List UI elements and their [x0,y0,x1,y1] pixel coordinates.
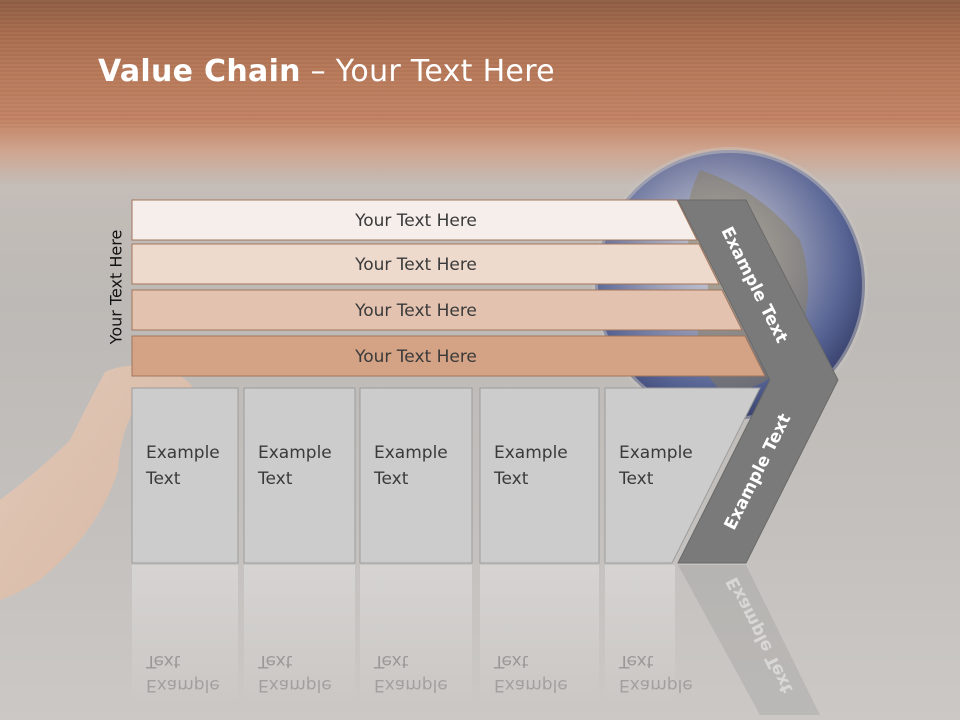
example-box-5-line2: Text [618,469,654,489]
example-box-4-reflection [480,565,599,705]
band-1-label: Your Text Here [354,211,477,231]
example-box-1-line1: Example [146,443,220,463]
band-4-label: Your Text Here [354,347,477,367]
example-box-4-line1: Example [494,443,568,463]
example-box-2-reflection-line2: Text [257,651,293,671]
example-box-2 [243,387,356,564]
band-3-label: Your Text Here [354,301,477,321]
example-box-3-line2: Text [373,469,409,489]
example-box-3 [359,387,473,564]
band-2 [131,243,720,285]
example-box-4 [479,387,600,564]
example-box-2-reflection [244,565,355,705]
example-box-1-reflection-line2: Text [145,651,181,671]
example-box-4-reflection-line1: Example [494,675,568,695]
example-box-5-line1: Example [619,443,693,463]
band-2-label: Your Text Here [354,255,477,275]
hand-image [0,365,196,600]
example-box-3-line1: Example [374,443,448,463]
example-box-3-reflection [360,565,472,705]
example-box-3-reflection-line2: Text [373,651,409,671]
example-box-5-reflection-line1: Example [619,675,693,695]
example-box-3-reflection-line1: Example [374,675,448,695]
example-box-4-reflection-line2: Text [493,651,529,671]
example-box-1-reflection-line1: Example [146,675,220,695]
example-box-1-reflection [132,565,238,705]
example-box-4-line2: Text [493,469,529,489]
band-3 [131,289,743,331]
example-box-1 [131,387,239,564]
example-box-2-reflection-line1: Example [258,675,332,695]
chevron-reflection [678,565,820,715]
example-box-2-line1: Example [258,443,332,463]
header-stripes [0,0,960,130]
example-box-5-reflection-line2: Text [618,651,654,671]
slide-title-rest: – Your Text Here [300,54,555,89]
band-4 [131,335,766,377]
slide-title: Value Chain – Your Text Here [98,54,555,89]
example-box-2-line2: Text [257,469,293,489]
example-box-5-reflection [605,565,675,705]
example-box-5 [604,387,761,564]
example-box-1-line2: Text [145,469,181,489]
band-1 [131,199,698,241]
slide-title-bold: Value Chain [98,54,301,89]
